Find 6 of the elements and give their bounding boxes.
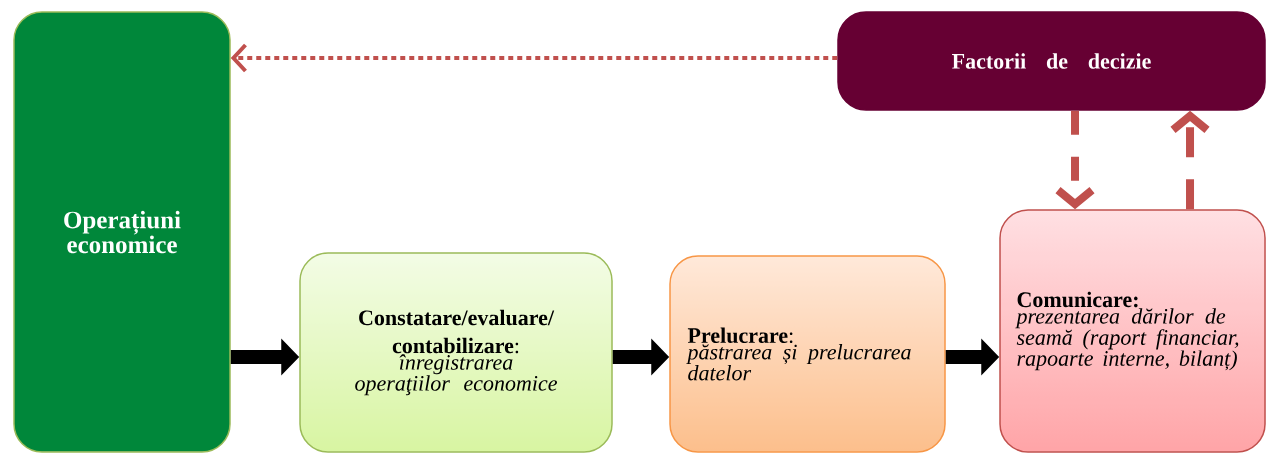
arrow [230,43,838,73]
process-box: Prelucrare: păstrarea și prelucrarea datelor [669,255,946,453]
process-box: Constatare/evaluare/ contabilizare: înregistrarea operaţiilor economice [299,252,613,453]
process-box: Comunicare: prezentarea dărilor de seamă (raport financiar, rapoarte interne, bilanț) [999,209,1266,453]
decision-box: Factorii de decizie [837,11,1266,111]
process-box: Operațiuni economice [13,11,231,453]
